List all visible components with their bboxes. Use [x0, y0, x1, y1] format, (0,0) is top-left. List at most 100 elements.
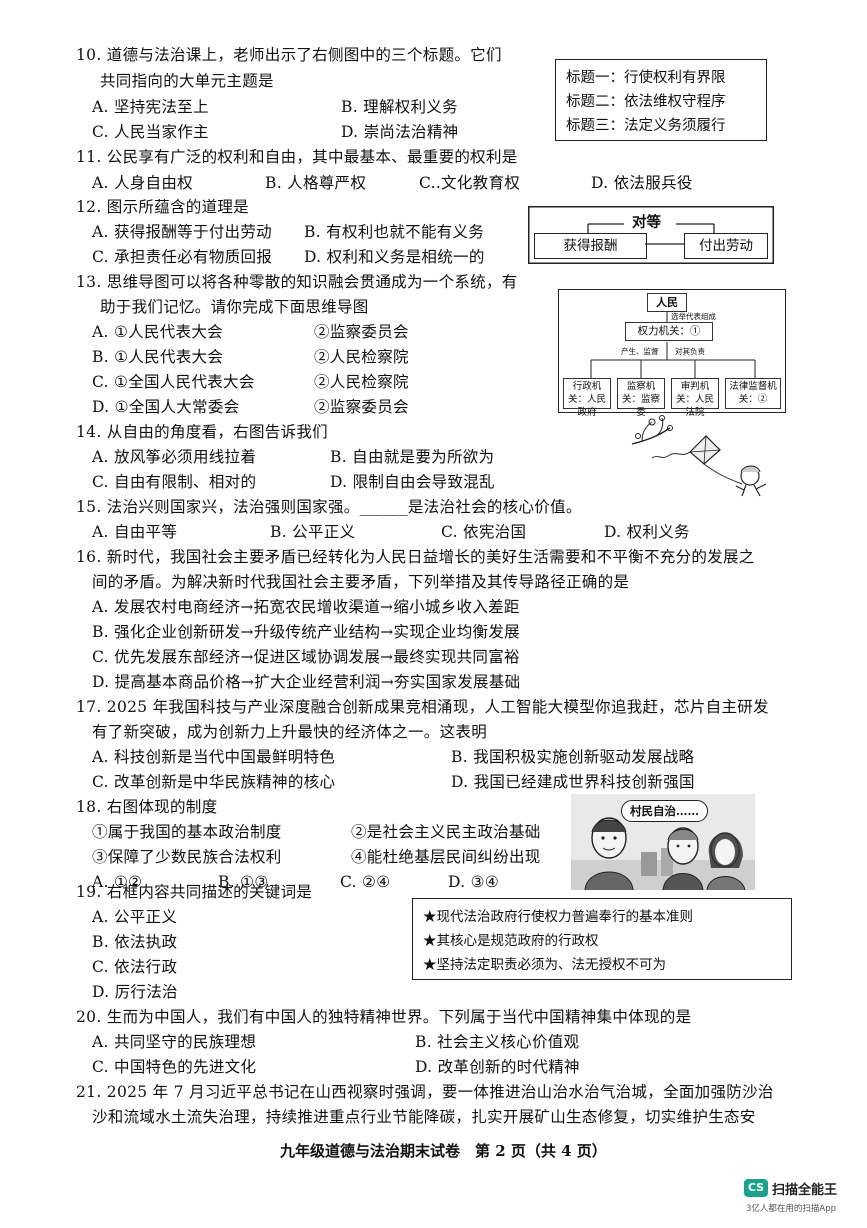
q18-statement-3: ③保障了少数民族合法权利: [92, 848, 282, 866]
q21-stem-line1: 21. 2025 年 7 月习近平总书记在山西视察时强调，要一体推进治山治水治气…: [76, 1083, 774, 1101]
q13-mind-map: 人民 选举代表组成 权力机关：① 产生、监督 对其负责 行政机关：人民政府 监察…: [558, 289, 786, 418]
q10-box-line3: 标题三：法定义务须履行: [566, 118, 726, 134]
q13-map-middle: 权力机关：①: [625, 322, 713, 341]
q10-box-line2: 标题二：依法维权守程序: [566, 94, 726, 110]
q14-option-d: D. 限制自由会导致混乱: [330, 473, 495, 491]
q15-option-c: C. 依宪治国: [441, 523, 527, 541]
q20-option-a: A. 共同坚守的民族理想: [92, 1033, 257, 1051]
scanner-tagline: 3亿人都在用的扫描App: [746, 1204, 837, 1214]
q16-option-a: A. 发展农村电商经济→拓宽农民增收渠道→缩小城乡收入差距: [92, 598, 520, 616]
q18-statement-2: ②是社会主义民主政治基础: [351, 823, 541, 841]
q10-option-a: A. 坚持宪法至上: [92, 98, 209, 116]
q16-stem-line1: 16. 新时代，我国社会主要矛盾已经转化为人民日益增长的美好生活需要和不平衡不充…: [76, 548, 755, 566]
q11-option-c: C..文化教育权: [419, 174, 521, 192]
q13-stem-line2: 助于我们记忆。请你完成下面思维导图: [100, 298, 369, 316]
q15-stem: 15. 法治兴则国家兴，法治强则国家强。______是法治社会的核心价值。: [76, 498, 582, 516]
q13-map-top: 人民: [647, 293, 687, 312]
scanner-watermark: CS 扫描全能王 3亿人都在用的扫描App: [744, 1179, 864, 1223]
q13-option-c-1: C. ①全国人民代表大会: [92, 373, 255, 391]
q20-option-d: D. 改革创新的时代精神: [415, 1058, 580, 1076]
q18-statement-4: ④能杜绝基层民间纠纷出现: [351, 848, 541, 866]
q17-stem-line2: 有了新突破，成为创新力上升最快的经济体之一。这表明: [92, 723, 488, 741]
q10-option-d: D. 崇尚法治精神: [341, 123, 459, 141]
q20-option-b: B. 社会主义核心价值观: [415, 1033, 580, 1051]
q11-option-d: D. 依法服兵役: [591, 174, 693, 192]
q14-option-a: A. 放风筝必须用线拉着: [92, 448, 257, 466]
q13-option-a-2: ②监察委员会: [314, 323, 409, 341]
q11-stem: 11. 公民享有广泛的权利和自由，其中最基本、最重要的权利是: [76, 148, 518, 166]
q13-map-arrow-note: 选举代表组成: [671, 312, 716, 321]
q20-stem: 20. 生而为中国人，我们有中国人的独特精神世界。下列属于当代中国精神集中体现的…: [76, 1008, 692, 1026]
q12-option-a: A. 获得报酬等于付出劳动: [92, 223, 272, 241]
q15-option-d: D. 权利义务: [604, 523, 690, 541]
q15-option-b: B. 公平正义: [270, 523, 356, 541]
q17-stem-line1: 17. 2025 年我国科技与产业深度融合创新成果竞相涌现，人工智能大模型你追我…: [76, 698, 769, 716]
camscanner-logo-icon: CS: [744, 1179, 768, 1197]
q11-option-b: B. 人格尊严权: [265, 174, 367, 192]
q21-stem-line2: 沙和流域水土流失治理，持续推进重点行业节能降碳，扎实开展矿山生态修复，切实维护生…: [92, 1108, 756, 1126]
q18-statement-1: ①属于我国的基本政治制度: [92, 823, 282, 841]
q19-box-line2: ★其核心是规范政府的行政权: [423, 933, 599, 949]
q18-option-d: D. ③④: [448, 873, 500, 891]
q16-stem-line2: 间的矛盾。为解决新时代我国社会主要矛盾，下列举措及其传导路径正确的是: [92, 573, 630, 591]
q17-option-a: A. 科技创新是当代中国最鲜明特色: [92, 748, 336, 766]
q16-option-b: B. 强化企业创新研发→升级传统产业结构→实现企业均衡发展: [92, 623, 520, 641]
q17-option-b: B. 我国积极实施创新驱动发展战略: [451, 748, 695, 766]
q13-option-b-1: B. ①人民代表大会: [92, 348, 224, 366]
q13-map-left-note: 产生、监督: [621, 347, 659, 356]
q12-option-c: C. 承担责任必有物质回报: [92, 248, 273, 266]
q14-kite-illustration: [631, 415, 767, 497]
q11-option-a: A. 人身自由权: [92, 174, 193, 192]
page-footer: 九年级道德与法治期末试卷 第 2 页（共 4 页）: [280, 1142, 607, 1160]
q18-cartoon-figures: [571, 817, 755, 890]
q12-diagram-lines: [528, 206, 774, 264]
q13-option-d-1: D. ①全国人大常委会: [92, 398, 240, 416]
q19-option-a: A. 公平正义: [92, 908, 178, 926]
q18-speech-bubble: 村民自治……: [621, 800, 708, 822]
q12-option-d: D. 权利和义务是相统一的: [304, 248, 485, 266]
q16-option-c: C. 优先发展东部经济→促进区域协调发展→最终实现共同富裕: [92, 648, 520, 666]
q14-stem: 14. 从自由的角度看，右图告诉我们: [76, 423, 328, 441]
scanner-brand-name: 扫描全能王: [772, 1183, 838, 1198]
q18-option-a: A. ①②: [92, 873, 143, 891]
q15-option-a: A. 自由平等: [92, 523, 178, 541]
q19-description-box: ★现代法治政府行使权力普遍奉行的基本准则 ★其核心是规范政府的行政权 ★坚持法定…: [412, 898, 792, 980]
q18-option-c: C. ②④: [340, 873, 391, 891]
q18-cartoon: 村民自治……: [571, 794, 755, 890]
q13-map-right-note: 对其负责: [675, 347, 705, 356]
q13-map-box-procuratorate: 法律监督机关：②: [725, 378, 781, 409]
q19-stem: 19. 右框内容共同描述的关键词是: [76, 883, 313, 901]
q19-option-c: C. 依法行政: [92, 958, 178, 976]
q13-stem-line1: 13. 思维导图可以将各种零散的知识融会贯通成为一个系统，有: [76, 273, 518, 291]
q18-option-b: B. ①③: [218, 873, 269, 891]
q10-option-c: C. 人民当家作主: [92, 123, 209, 141]
q13-option-c-2: ②人民检察院: [314, 373, 409, 391]
q14-option-c: C. 自由有限制、相对的: [92, 473, 257, 491]
q17-option-c: C. 改革创新是中华民族精神的核心: [92, 773, 336, 791]
q12-equality-diagram: 对等 获得报酬 付出劳动: [528, 206, 774, 264]
q19-option-d: D. 厉行法治: [92, 983, 178, 1001]
q13-map-lines: [590, 312, 756, 378]
q19-option-b: B. 依法执政: [92, 933, 178, 951]
q13-map-box-supervision: 监察机关：监察委: [617, 378, 665, 418]
q19-box-line1: ★现代法治政府行使权力普遍奉行的基本准则: [423, 909, 693, 925]
q12-stem: 12. 图示所蕴含的道理是: [76, 198, 249, 216]
q13-map-box-court: 审判机关：人民法院: [671, 378, 719, 418]
q13-option-d-2: ②监察委员会: [314, 398, 409, 416]
q10-box-line1: 标题一：行使权利有界限: [566, 70, 726, 86]
q16-option-d: D. 提高基本商品价格→扩大企业经营利润→夯实国家发展基础: [92, 673, 521, 691]
q12-option-b: B. 有权利也就不能有义务: [304, 223, 485, 241]
q12-fig-right-box: 付出劳动: [684, 233, 768, 259]
q19-box-line3: ★坚持法定职责必须为、法无授权不可为: [423, 957, 666, 973]
q10-option-b: B. 理解权利义务: [341, 98, 458, 116]
q17-option-d: D. 我国已经建成世界科技创新强国: [451, 773, 695, 791]
q12-fig-top-label: 对等: [632, 215, 661, 231]
q10-stem-line1: 10. 道德与法治课上，老师出示了右侧图中的三个标题。它们: [76, 46, 502, 64]
q13-option-b-2: ②人民检察院: [314, 348, 409, 366]
q20-option-c: C. 中国特色的先进文化: [92, 1058, 257, 1076]
q10-title-box: 标题一：行使权利有界限 标题二：依法维权守程序 标题三：法定义务须履行: [555, 59, 767, 141]
q13-map-box-admin: 行政机关：人民政府: [563, 378, 611, 418]
q12-fig-left-box: 获得报酬: [534, 233, 647, 259]
q18-stem: 18. 右图体现的制度: [76, 798, 218, 816]
q10-stem-line2: 共同指向的大单元主题是: [100, 72, 274, 90]
